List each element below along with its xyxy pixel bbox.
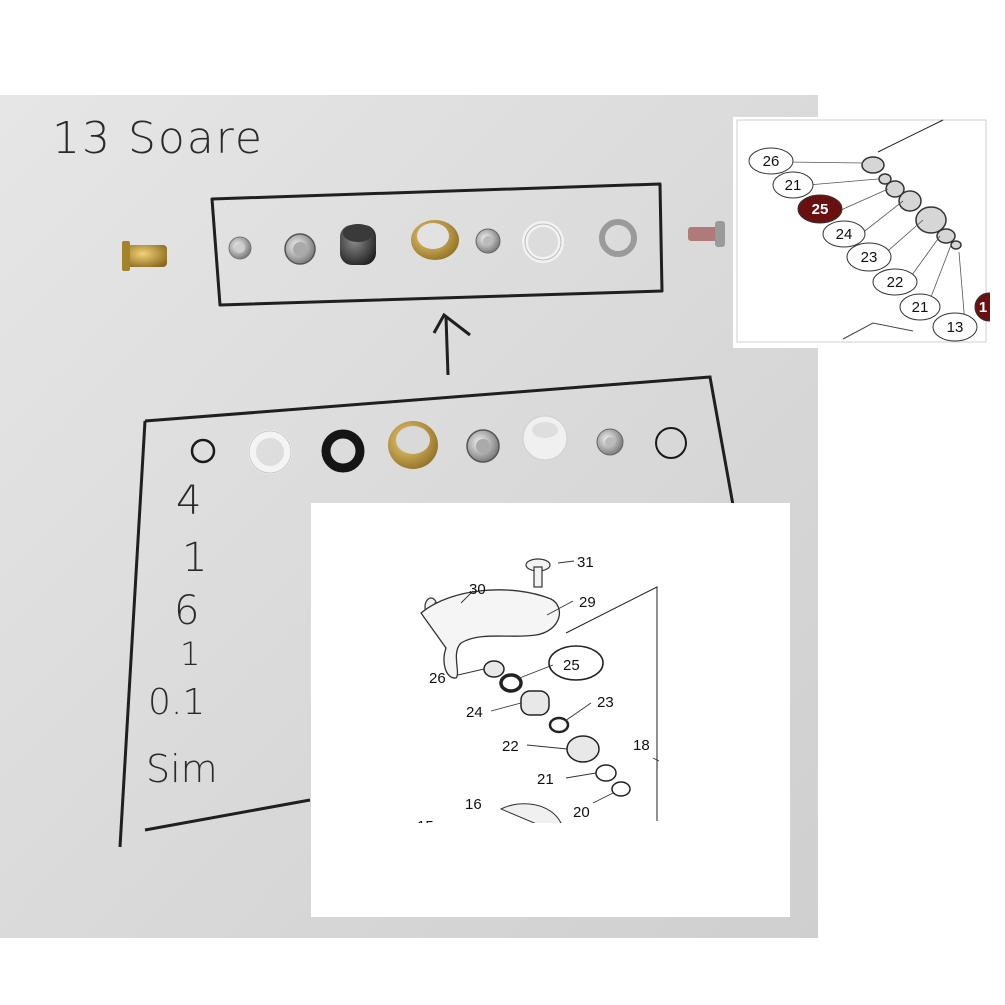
arm-29 <box>420 589 560 679</box>
brass-pin <box>122 241 167 271</box>
hand-note-2: 1 <box>182 535 208 581</box>
hand-note-5: 0.1 <box>148 682 206 723</box>
diagram-inset-top: 26 21 25 24 23 22 21 13 1 <box>733 117 990 348</box>
screw-31 <box>525 558 551 588</box>
callout-25: 25 <box>563 657 580 674</box>
callout-16: 16 <box>465 796 482 813</box>
hand-note-6: Sim <box>146 747 218 791</box>
o-ring <box>190 438 216 464</box>
callout-23: 23 <box>597 694 614 711</box>
callout-31: 31 <box>577 554 594 571</box>
callout-25: 25 <box>812 201 829 218</box>
callout-1: 1 <box>979 299 987 316</box>
flat-washer <box>599 219 637 257</box>
diagram-top-callouts: 26 21 25 24 23 22 21 13 1 <box>748 147 990 342</box>
screw <box>688 221 725 247</box>
callout-24: 24 <box>466 704 483 721</box>
black-seal <box>321 429 365 473</box>
callout-24: 24 <box>836 226 853 243</box>
part-22 <box>566 735 600 763</box>
diagram-inset-bottom: 31 30 29 25 26 23 24 22 18 21 20 16 15 <box>311 503 790 917</box>
callout-26: 26 <box>763 153 780 170</box>
callout-18: 18 <box>633 737 650 754</box>
callout-29: 29 <box>579 594 596 611</box>
part-26 <box>483 660 505 678</box>
part-25 <box>499 673 523 693</box>
white-washer <box>248 430 292 474</box>
callout-23: 23 <box>861 249 878 266</box>
callout-21: 21 <box>785 177 802 194</box>
hand-note-1: 4 <box>176 478 202 524</box>
callout-21: 21 <box>537 771 554 788</box>
callout-20: 20 <box>573 804 590 821</box>
diagram-bottom-callouts: 31 30 29 25 26 23 24 22 18 21 20 16 15 <box>417 554 650 835</box>
part-20 <box>611 781 631 797</box>
o-ring-2 <box>655 427 687 459</box>
callout-26: 26 <box>429 670 446 687</box>
part-24 <box>520 690 550 716</box>
callout-21b: 21 <box>912 299 929 316</box>
callout-30: 30 <box>469 581 486 598</box>
hand-note-3: 6 <box>174 588 200 634</box>
callout-22: 22 <box>502 738 519 755</box>
callout-13: 13 <box>947 319 964 336</box>
photo-title: 13 Soare <box>52 113 264 164</box>
part-23 <box>548 716 570 734</box>
hand-note-4: 1 <box>180 635 201 673</box>
callout-22: 22 <box>887 274 904 291</box>
